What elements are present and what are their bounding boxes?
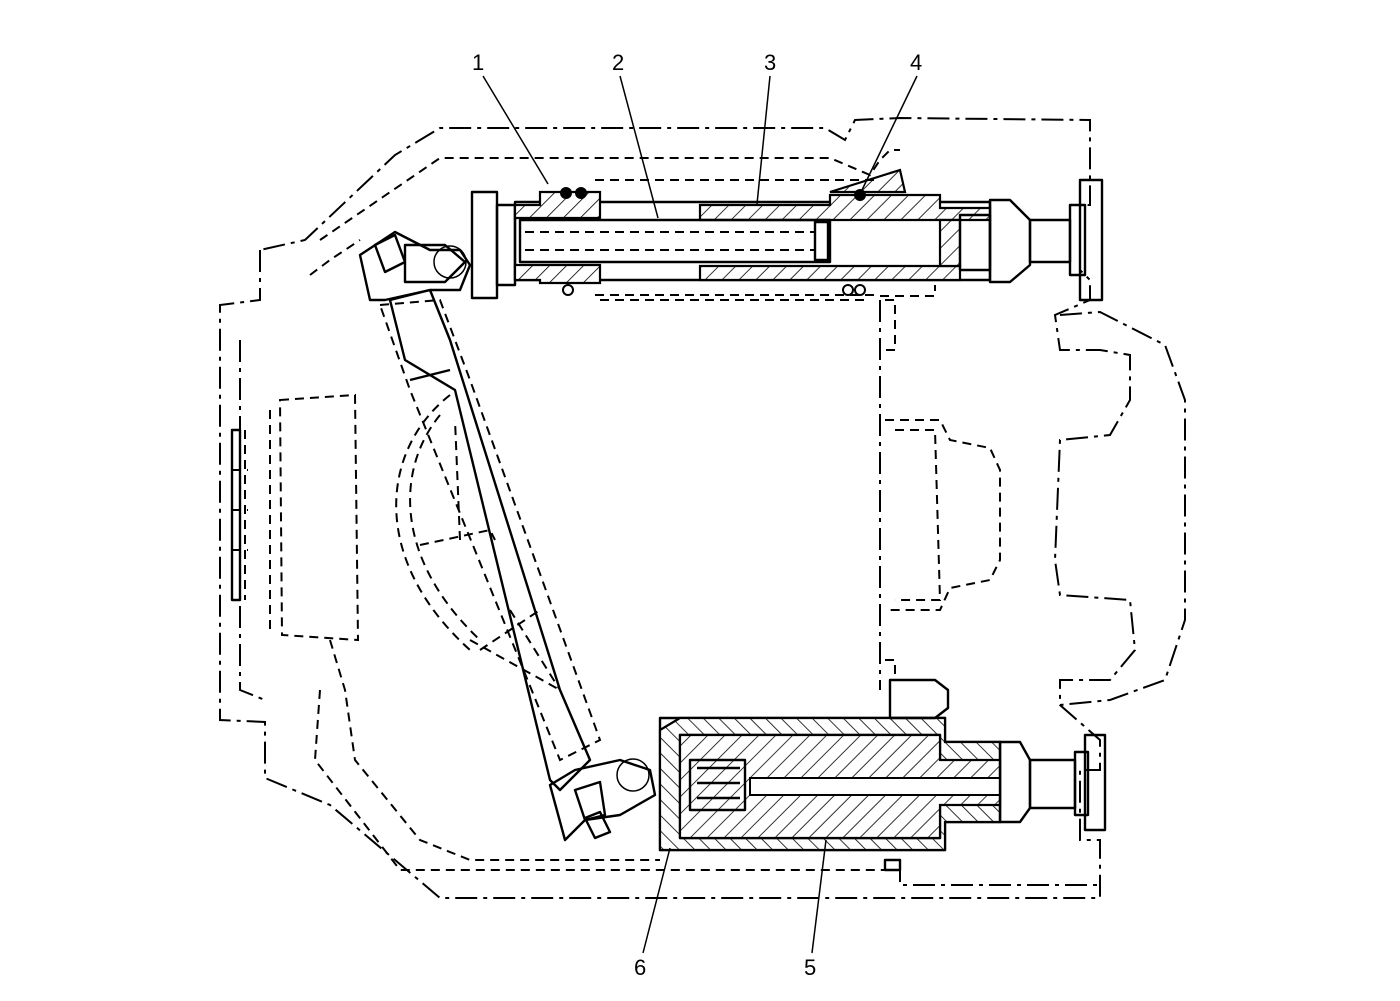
callout-5: 5 bbox=[804, 955, 816, 980]
callout-4: 4 bbox=[910, 50, 922, 75]
callout-6: 6 bbox=[634, 955, 646, 980]
lower-cylinder-assembly bbox=[658, 678, 1107, 872]
callout-3: 3 bbox=[764, 50, 776, 75]
callout-leaders bbox=[482, 75, 918, 954]
swing-link bbox=[358, 230, 657, 842]
upper-cylinder-assembly bbox=[470, 168, 1104, 302]
callout-1: 1 bbox=[472, 50, 484, 75]
callout-2: 2 bbox=[612, 50, 624, 75]
